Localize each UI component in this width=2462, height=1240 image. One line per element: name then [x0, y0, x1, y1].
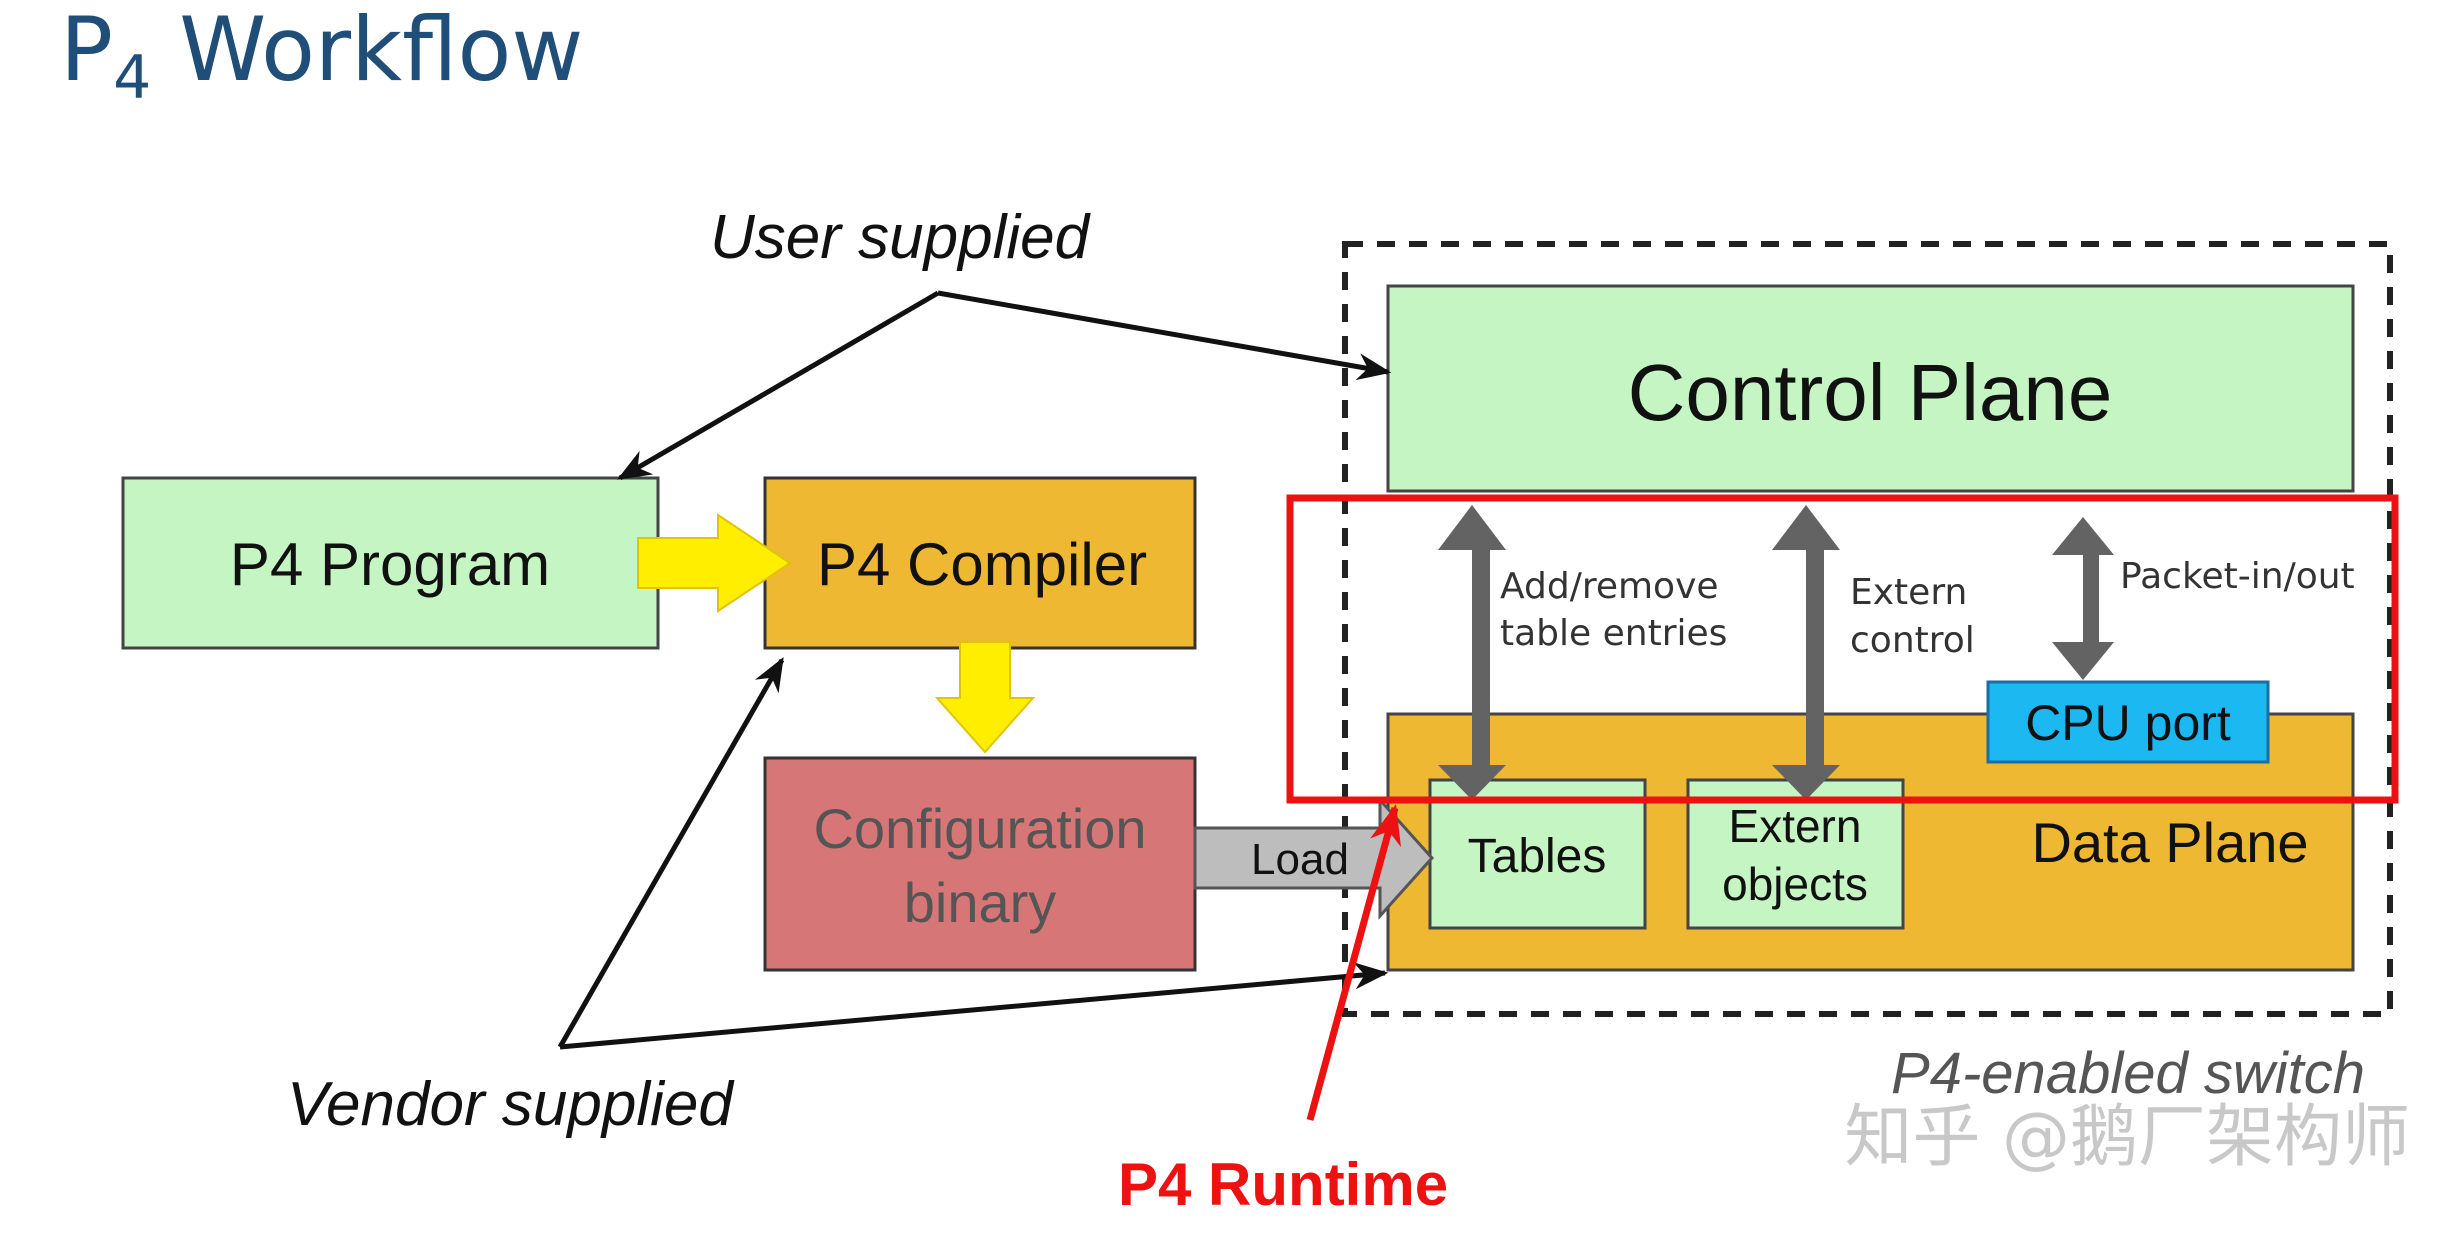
extern-objects-label-1: Extern: [1729, 800, 1862, 852]
p4-runtime-arrow: [1306, 804, 1401, 1121]
watermark-text: 知乎 @鹅厂架构师: [1844, 1098, 2410, 1177]
switch-label: P4-enabled switch: [1891, 1041, 2365, 1106]
extern-control-arrow: [1772, 505, 1840, 800]
cpu-port-label: CPU port: [2025, 695, 2231, 751]
user-supplied-label: User supplied: [710, 203, 1092, 272]
configuration-binary-box: [763, 756, 1197, 972]
p4-compiler-label: P4 Compiler: [817, 531, 1147, 598]
packet-in-out-label: Packet-in/out: [2120, 556, 2355, 597]
user-supplied-to-control-plane-arrow: [937, 290, 1392, 381]
program-to-compiler-arrow: [637, 513, 792, 613]
title-subscript: 4: [113, 43, 151, 113]
extern-control-label-1: Extern: [1850, 572, 1967, 613]
control-plane-box: [1386, 284, 2355, 493]
compiler-to-binary-arrow: [934, 641, 1036, 754]
p4-runtime-region: [1286, 494, 2399, 804]
p4-program-label: P4 Program: [230, 531, 550, 598]
control-plane-label: Control Plane: [1628, 348, 2113, 437]
user-supplied-to-program-arrow: [617, 290, 940, 481]
configuration-binary-label-2: binary: [904, 871, 1057, 934]
p4-program-box: [121, 476, 660, 650]
add-remove-label-2: table entries: [1500, 613, 1727, 654]
cpu-port-box: [1986, 680, 2270, 764]
data-plane-label: Data Plane: [2031, 811, 2308, 874]
tables-box: [1428, 778, 1647, 930]
vendor-supplied-label: Vendor supplied: [287, 1070, 735, 1139]
page-title: P4 Workflow: [60, 0, 583, 113]
title-main: P: [60, 0, 113, 101]
vendor-supplied-to-data-plane-arrow: [559, 962, 1389, 1050]
add-remove-table-entries-arrow: [1438, 505, 1506, 800]
title-rest: Workflow: [151, 0, 583, 101]
extern-control-label-2: control: [1850, 620, 1975, 661]
p4-runtime-label: P4 Runtime: [1118, 1151, 1448, 1218]
packet-in-out-arrow: [2052, 517, 2114, 680]
p4-compiler-box: [763, 476, 1197, 650]
load-label: Load: [1251, 835, 1349, 884]
switch-boundary: [1342, 241, 2393, 1017]
extern-objects-label-2: objects: [1722, 858, 1868, 910]
tables-label: Tables: [1468, 830, 1607, 883]
configuration-binary-label-1: Configuration: [813, 797, 1146, 860]
vendor-supplied-to-compiler-arrow: [557, 657, 785, 1049]
extern-objects-box: [1686, 778, 1905, 930]
add-remove-label-1: Add/remove: [1500, 566, 1719, 607]
